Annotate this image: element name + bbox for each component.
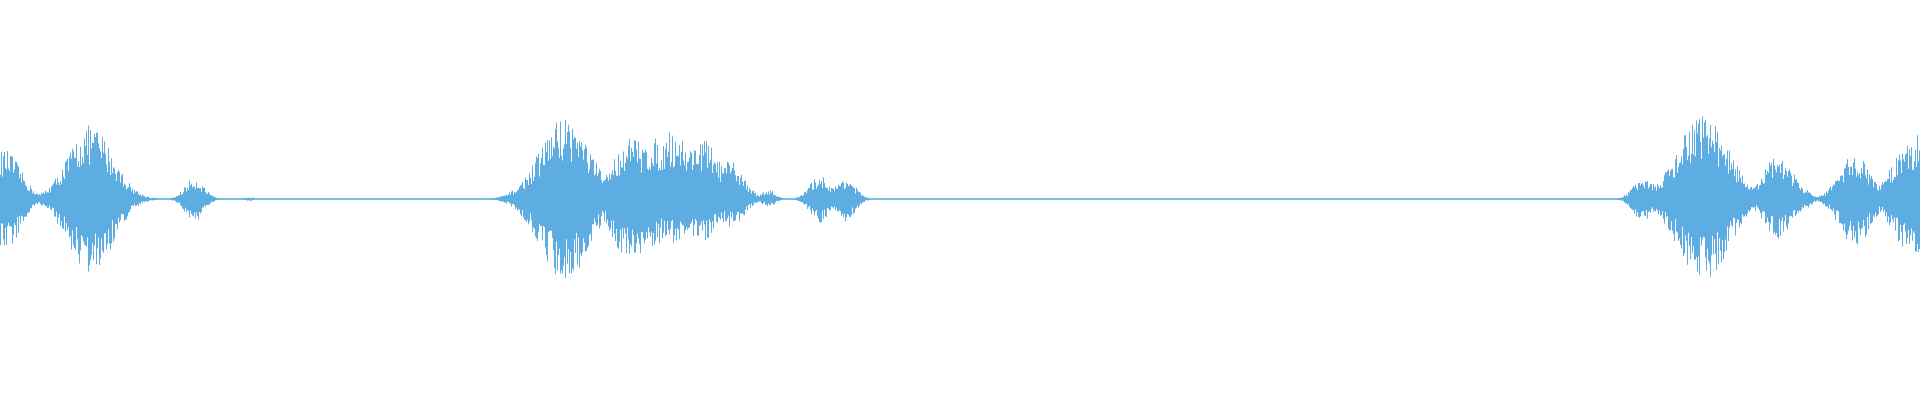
waveform-bars (0, 116, 1920, 279)
